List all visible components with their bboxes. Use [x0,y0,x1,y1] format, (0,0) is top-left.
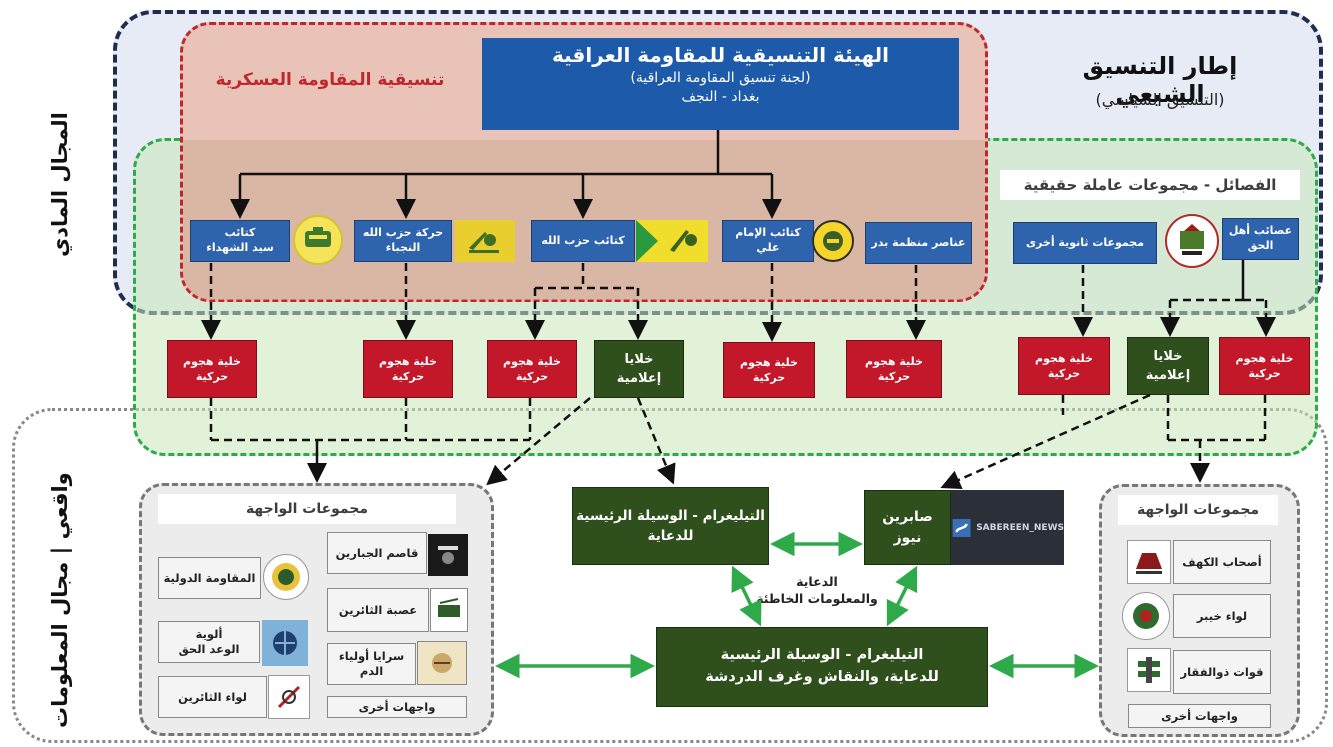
coordination-body-subtitle: (لجنة تنسيق المقاومة العراقية) [630,70,811,86]
front-saraya-awliya-dam: سرايا أولياء الدم [327,643,416,685]
kataib-hezbollah-logo-icon [636,220,708,262]
attack-cell-4: خلية هجوم حركية [723,342,815,398]
alwiya-waad-haq-logo-icon [262,620,308,666]
dhulfiqar-logo-icon [1127,648,1171,692]
front-other-right: واجهات أخرى [1128,704,1271,728]
attack-cell-5: خلية هجوم حركية [846,340,942,398]
coordination-body-title: الهيئة التنسيقية للمقاومة العراقية [551,43,890,67]
shia-framework-title: إطار التنسيق الشيعي [1082,52,1238,108]
liwa-thairin-logo-icon [268,675,310,719]
faction-secondary: مجموعات ثانوية أخرى [1013,222,1157,264]
coordination-body-box: الهيئة التنسيقية للمقاومة العراقية (لجنة… [482,38,959,130]
front-international-resistance: المقاومة الدولية [158,557,261,599]
front-groups-left-title: مجموعات الواجهة [158,494,456,524]
front-dhulfiqar: قوات ذوالفقار [1173,650,1271,694]
sabreen-logo-icon: SABEREEN_NEWS [951,490,1064,565]
nujaba-logo-icon [455,220,515,262]
sabreen-news: صابرين نيوز [864,490,951,565]
faction-imam-ali: كتائب الإمام علي [722,220,814,262]
international-resistance-logo-icon [263,554,309,600]
front-liwa-thairin: لواء الثائرين [158,676,267,718]
qasim-jabbarin-logo-icon [428,534,468,576]
attack-cell-3: خلية هجوم حركية [487,340,577,398]
shia-framework-subtitle: (التنسيق السياسي) [1095,90,1225,109]
faction-sayyid-shuhada: كتائب سيد الشهداء [190,220,290,262]
liwa-khaybar-logo-icon [1122,592,1170,640]
ashab-kahf-logo-icon [1127,540,1171,584]
disinfo-label: الدعاية والمعلومات الخاطئة [756,574,878,606]
faction-badr: عناصر منظمة بدر [865,222,972,264]
telegram-chat: التيليغرام - الوسيلة الرئيسية للدعاية، و… [656,627,988,707]
faction-asaib: عصائب أهل الحق [1222,218,1299,260]
front-qasim-jabbarin: قاصم الجبارين [327,532,427,574]
front-ashab-kahf: أصحاب الكهف [1173,540,1271,584]
asaib-logo-icon [1165,214,1219,268]
attack-cell-6: خلية هجوم حركية [1018,337,1110,395]
coordination-body-location: بغداد - النجف [681,89,760,105]
front-alwiya-waad-haq: ألوية الوعد الحق [158,621,260,663]
front-groups-right-title: مجموعات الواجهة [1118,495,1278,525]
sabreen-logo-text: SABEREEN_NEWS [976,522,1064,533]
front-liwa-khaybar: لواء خيبر [1173,594,1271,638]
attack-cell-7: خلية هجوم حركية [1219,337,1310,395]
media-cells-right: خلايا إعلامية [1127,337,1209,395]
media-cells-left: خلايا إعلامية [594,340,684,398]
sayyid-shuhada-logo-icon [293,215,343,265]
attack-cell-1: خلية هجوم حركية [167,340,257,398]
saraya-awliya-dam-logo-icon [417,641,467,685]
faction-nujaba: حركة حزب الله النجباء [354,220,452,262]
front-other-left: واجهات أخرى [327,696,467,718]
factions-title: الفصائل - مجموعات عاملة حقيقية [1000,170,1300,200]
telegram-propaganda: التيليغرام - الوسيلة الرئيسية للدعاية [572,487,769,565]
military-coordination-label: تنسيقية المقاومة العسكرية [215,70,445,90]
attack-cell-2: خلية هجوم حركية [363,340,453,398]
imam-ali-logo-icon [812,220,854,262]
usbat-thairin-logo-icon [430,588,468,632]
front-usbat-thairin: عصبة الثائرين [327,588,429,632]
faction-kataib-hezbollah: كتائب حزب الله [531,220,635,262]
